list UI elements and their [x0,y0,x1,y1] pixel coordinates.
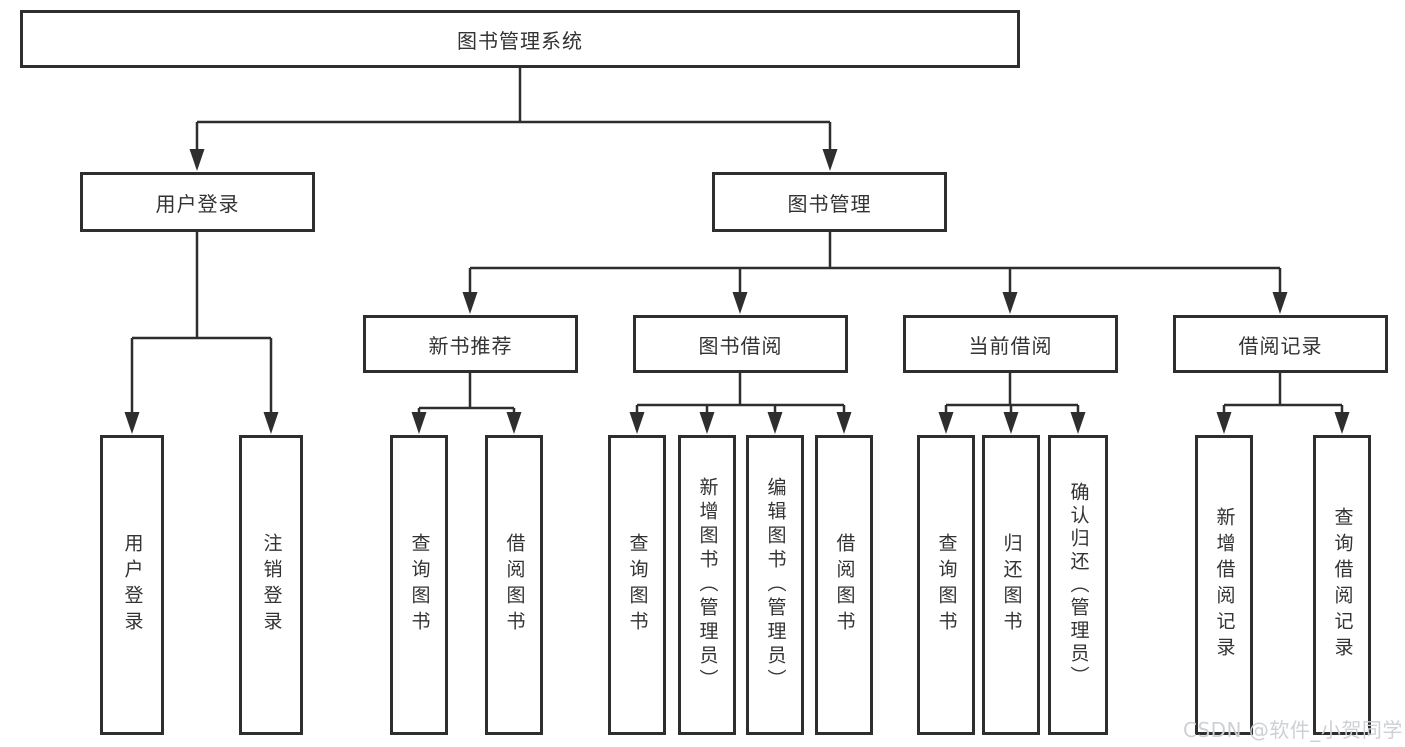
node-book-borrow: 图书借阅 [633,315,848,373]
arrowhead [767,412,783,434]
arrowhead [411,412,427,434]
node-current-borrow: 当前借阅 [903,315,1118,373]
leaf-user-login: 用户登录 [100,435,164,735]
connector-borrow-records-children [1222,373,1344,413]
arrowhead [189,149,205,171]
leaf-borrow-book-2: 借阅图书 [815,435,873,735]
connector-current-borrow-children [944,373,1080,413]
arrowhead [462,292,478,314]
leaf-logout: 注销登录 [239,435,303,735]
leaf-query-borrow-record: 查询借阅记录 [1313,435,1371,735]
node-book-management: 图书管理 [712,172,947,232]
node-root: 图书管理系统 [20,10,1020,68]
connector-book-borrow-children [635,373,846,413]
arrowhead [1070,412,1086,434]
csdn-watermark: CSDN @软件_小贺同学 [1183,718,1403,742]
arrowhead [732,292,748,314]
arrowhead [506,412,522,434]
arrowhead [836,412,852,434]
node-user-login: 用户登录 [80,172,315,232]
connector-root-to-level2 [195,68,832,150]
leaf-query-book-3: 查询图书 [917,435,975,735]
arrowhead [822,149,838,171]
leaf-borrow-book-1: 借阅图书 [485,435,543,735]
node-borrow-records: 借阅记录 [1173,315,1388,373]
leaf-edit-book-admin: 编辑图书（管理员） [746,435,804,735]
arrowhead [263,412,279,434]
arrowhead [1003,412,1019,434]
arrowhead [629,412,645,434]
arrowhead [938,412,954,434]
arrowhead [1216,412,1232,434]
arrowhead [1334,412,1350,434]
leaf-return-book: 归还图书 [982,435,1040,735]
leaf-confirm-return-admin: 确认归还（管理员） [1048,435,1108,735]
connector-user-login-children [130,232,273,413]
leaf-query-book-1: 查询图书 [390,435,448,735]
leaf-add-borrow-record: 新增借阅记录 [1195,435,1253,735]
arrowhead [1272,292,1288,314]
arrowhead [699,412,715,434]
leaf-add-book-admin: 新增图书（管理员） [678,435,736,735]
arrowhead [1002,292,1018,314]
leaf-query-book-2: 查询图书 [608,435,666,735]
connector-new-book-recommend-children [417,373,516,413]
arrowhead [124,412,140,434]
connector-book-management-children [468,232,1282,293]
node-new-book-recommend: 新书推荐 [363,315,578,373]
